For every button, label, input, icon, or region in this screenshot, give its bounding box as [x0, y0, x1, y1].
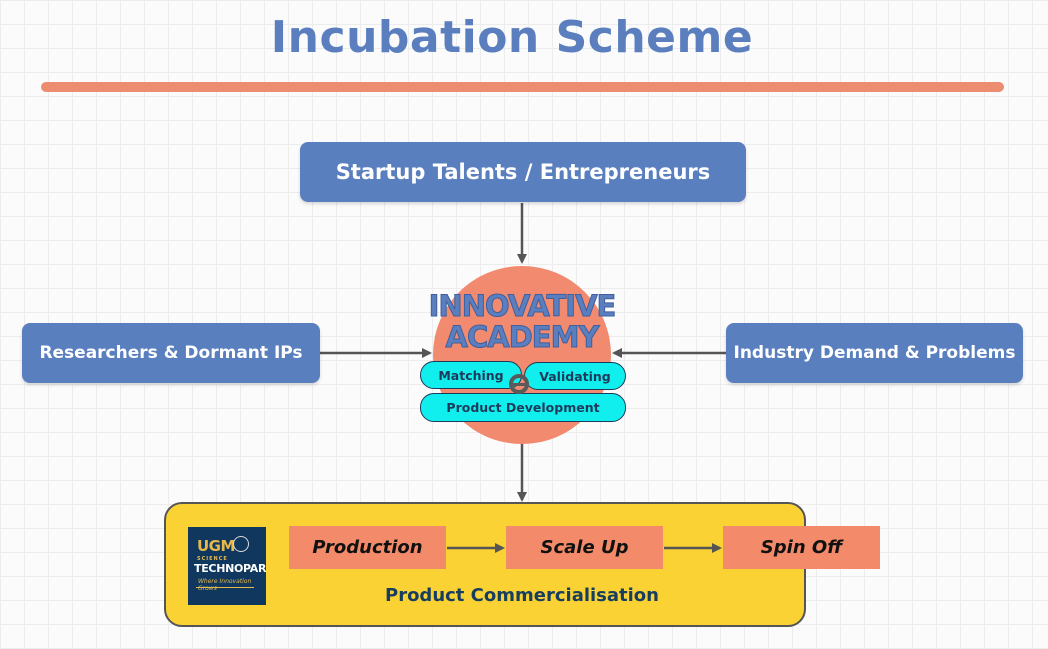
commercialisation-label: Product Commercialisation	[385, 585, 659, 606]
commercialisation-container	[164, 502, 806, 627]
logo-underline	[196, 587, 254, 588]
matching-pill: Matching	[420, 361, 522, 389]
academy-title-line1: INNOVATIVE	[428, 289, 617, 323]
industry-demand-node: Industry Demand & Problems	[726, 323, 1023, 383]
logo-technopark-text: TECHNOPARK	[194, 562, 266, 575]
startup-talents-node: Startup Talents / Entrepreneurs	[300, 142, 746, 202]
stage-production: Production	[289, 526, 446, 569]
stage-scale-up: Scale Up	[506, 526, 663, 569]
ugm-technopark-logo: UGM SCIENCE TECHNOPARK Where Innovation …	[188, 527, 266, 605]
validating-pill: Validating	[524, 362, 626, 390]
stage-spin-off: Spin Off	[723, 526, 880, 569]
researchers-node: Researchers & Dormant IPs	[22, 323, 320, 383]
logo-seal-icon	[233, 536, 249, 552]
logo-ugm-text: UGM	[197, 537, 235, 555]
page-title: Incubation Scheme	[270, 12, 754, 63]
link-ring-bar	[511, 383, 527, 386]
logo-science-text: SCIENCE	[197, 556, 228, 562]
logo-tagline: Where Innovation Grows	[198, 578, 252, 592]
academy-title-line2: ACADEMY	[445, 320, 600, 354]
product-development-pill: Product Development	[420, 393, 626, 422]
title-divider	[41, 82, 1004, 92]
